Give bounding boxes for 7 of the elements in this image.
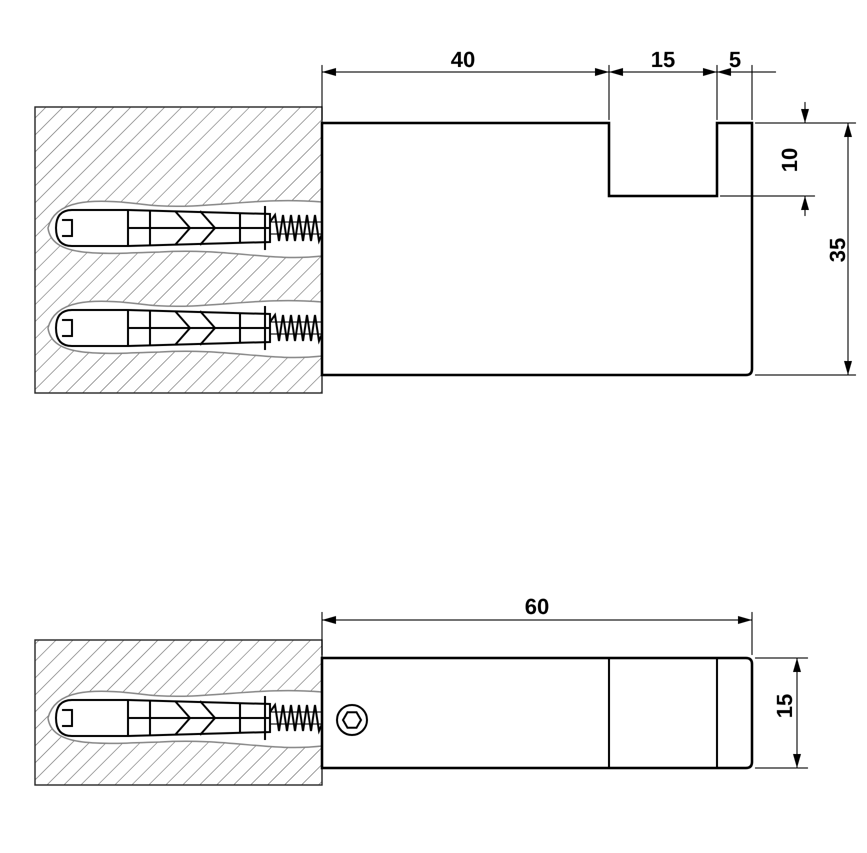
dimension-value: 15 bbox=[650, 49, 676, 71]
dimension-value: 5 bbox=[728, 49, 742, 71]
dimension-value: 10 bbox=[779, 148, 801, 172]
dimension-value: 35 bbox=[827, 238, 849, 262]
dimension-value: 15 bbox=[774, 694, 796, 718]
dimension-value: 60 bbox=[524, 596, 550, 618]
dimension-value: 40 bbox=[450, 49, 476, 71]
